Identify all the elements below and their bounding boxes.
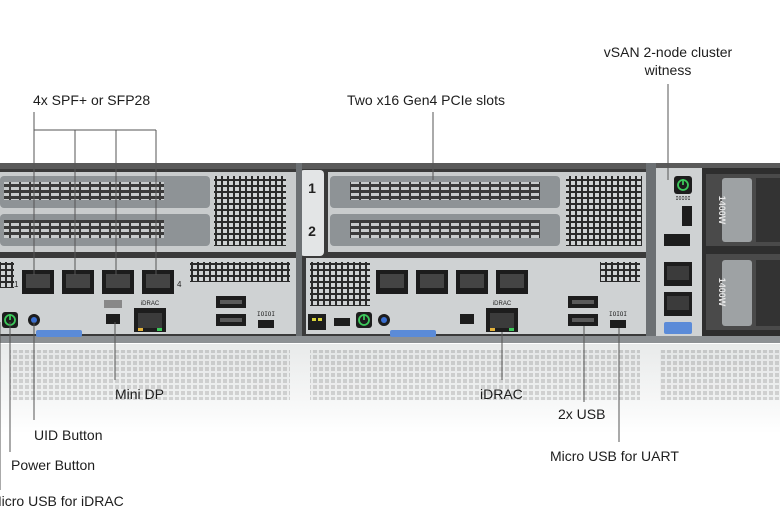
sfp-ports-left: 1 4 (14, 270, 182, 294)
uid-icon (31, 317, 37, 323)
right-lower-io: iDRAC IOIOI (308, 296, 627, 337)
micro-usb-idrac-port[interactable] (308, 314, 326, 330)
slot-1-label: 1 (308, 180, 316, 196)
psu-bottom-label: 1400W (717, 278, 727, 307)
left-riser-slots (0, 172, 296, 252)
pcie-slots-label: Two x16 Gen4 PCIe slots (347, 92, 505, 108)
idrac-label: iDRAC (480, 386, 523, 402)
serial-tag-psu: IOIOI (675, 196, 690, 202)
slot-number-panel: 1 2 (300, 170, 324, 256)
reflection-vents (10, 350, 780, 400)
psu-top-label: 1400W (717, 196, 727, 225)
witness-module: IOIOI (656, 168, 702, 336)
uid-button-label: UID Button (34, 427, 103, 443)
callout-lines (0, 84, 669, 490)
micro-usb-uart-port[interactable] (610, 320, 626, 328)
vsan-witness-line1: vSAN 2-node cluster (603, 44, 733, 60)
mini-dp-label: Mini DP (115, 386, 165, 402)
witness-usb-port[interactable] (664, 234, 690, 246)
micro-usb-idrac-label: Micro USB for iDRAC (0, 493, 124, 509)
serial-tag-left: IOIOI (257, 311, 275, 318)
sfp-ports-right (376, 270, 528, 294)
pull-tab-handle[interactable] (390, 330, 436, 337)
left-lower-io: iDRAC IOIOI (2, 296, 275, 337)
idrac-tag-left: iDRAC (141, 301, 160, 307)
power-supplies: 1400W 1400W (702, 168, 780, 336)
usb-2x-label: 2x USB (558, 406, 606, 422)
port-1-label: 1 (14, 280, 19, 289)
mini-dp-port[interactable] (106, 314, 120, 324)
idrac-tag-right: iDRAC (493, 301, 512, 307)
power-button-label: Power Button (11, 457, 96, 473)
chassis-bottom-rail (0, 336, 780, 343)
mini-dp-port-secondary[interactable] (460, 314, 474, 324)
pcie-slots (328, 172, 646, 252)
serial-tag-right: IOIOI (609, 311, 627, 318)
vsan-witness-line2: witness (644, 62, 692, 78)
pull-tab-handle[interactable] (36, 330, 82, 337)
vsan-witness-label: vSAN 2-node cluster witness (598, 43, 738, 79)
port-4-label: 4 (177, 280, 182, 289)
sfp-ports-label: 4x SPF+ or SFP28 (33, 92, 151, 108)
slot-2-label: 2 (308, 223, 316, 239)
witness-pull-tab[interactable] (664, 322, 692, 334)
micro-usb-port[interactable] (258, 320, 274, 328)
micro-usb-uart-label: Micro USB for UART (550, 448, 679, 464)
